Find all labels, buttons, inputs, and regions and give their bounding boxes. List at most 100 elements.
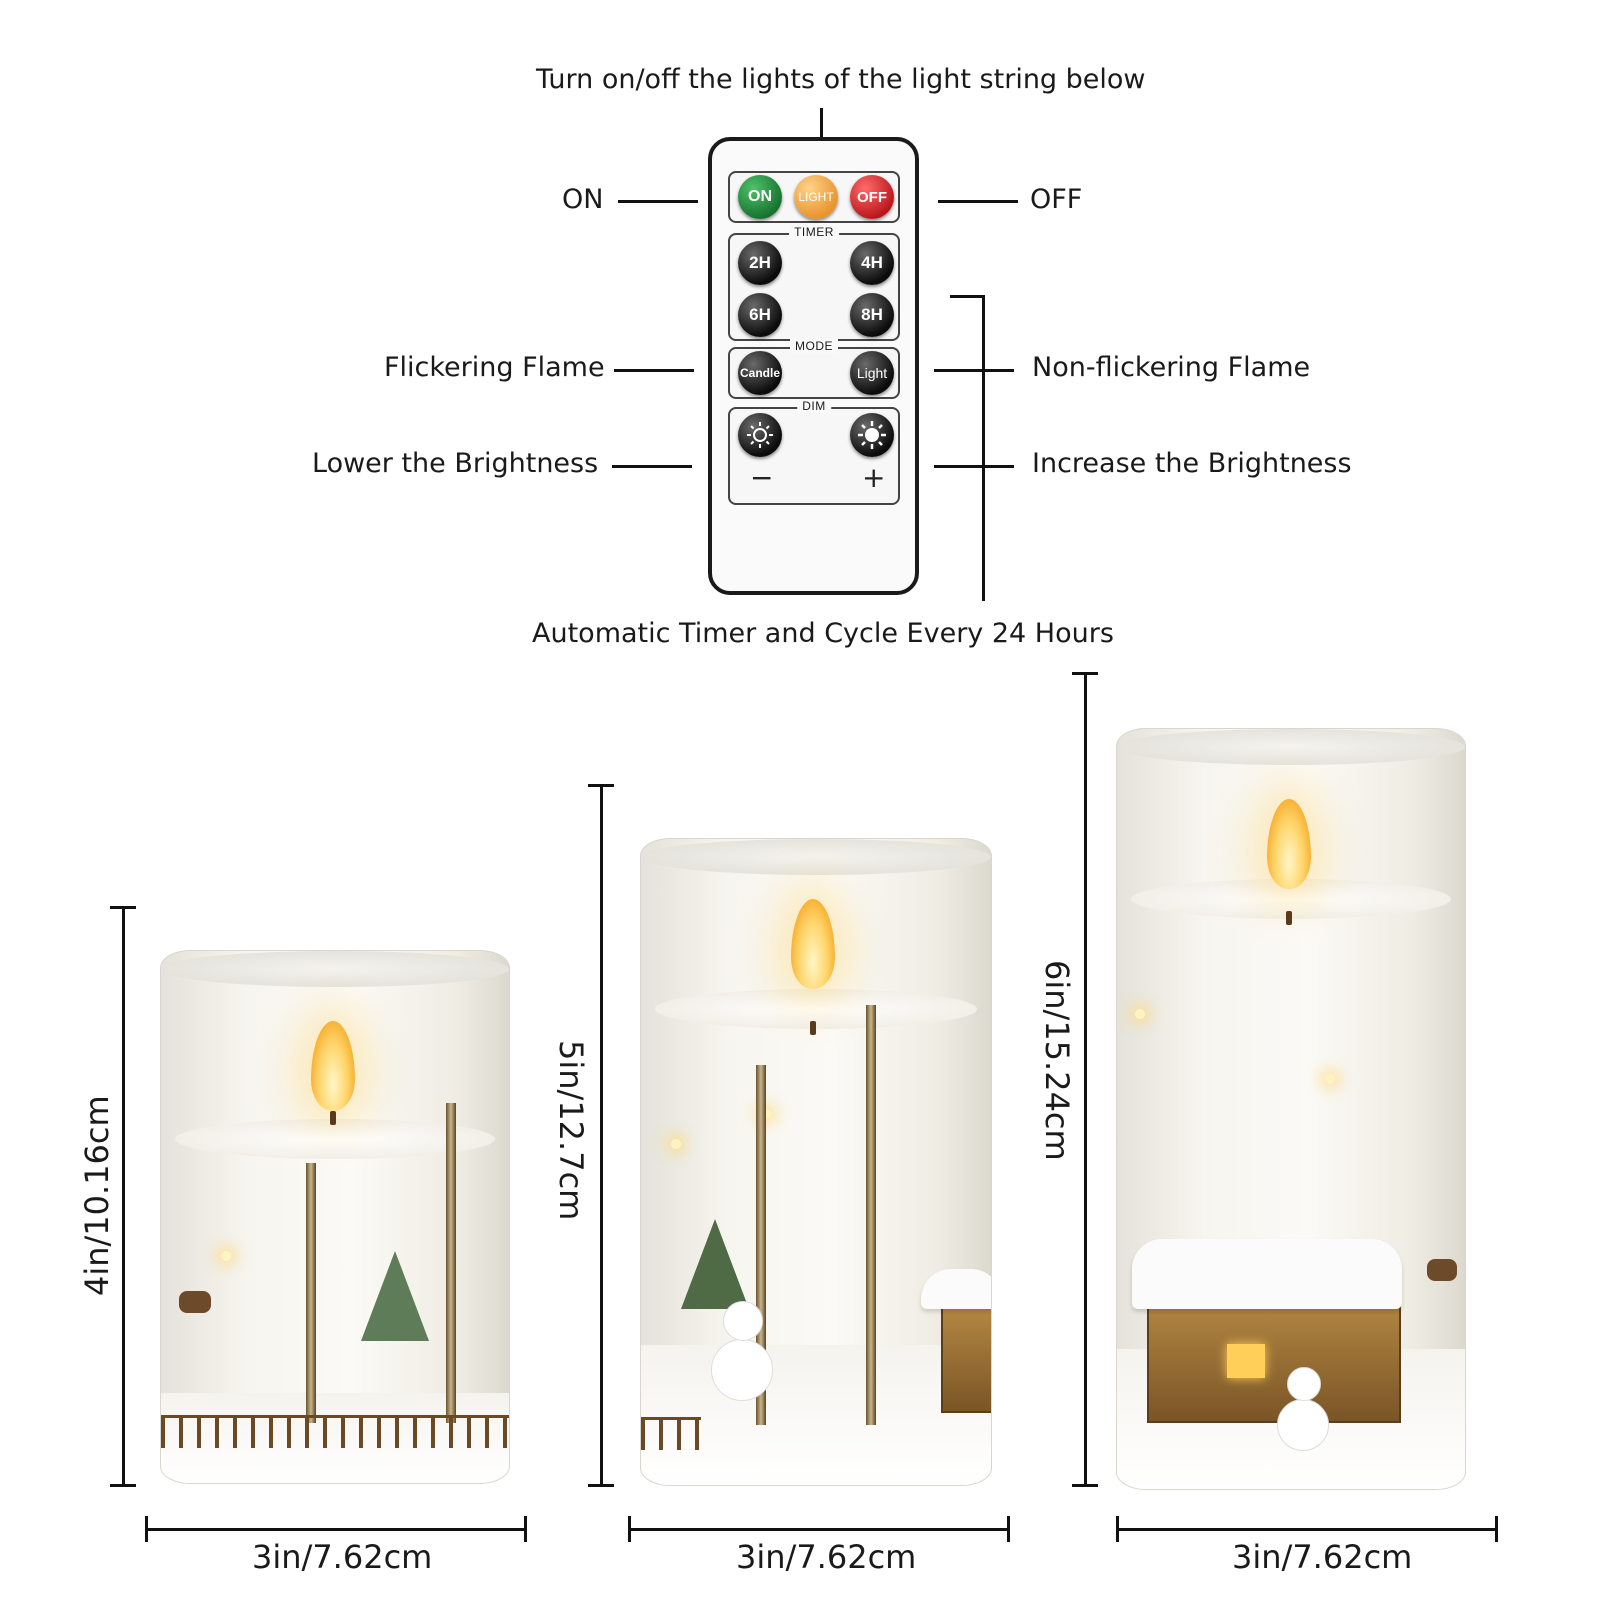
width-3-line xyxy=(1116,1528,1496,1531)
height-2-line xyxy=(600,784,603,1486)
cabin-window xyxy=(1227,1344,1265,1378)
off-leader-line xyxy=(938,200,1018,203)
timer-group: TIMER 2H 4H 6H 8H xyxy=(728,225,900,341)
flame-icon xyxy=(791,899,835,989)
log-cabin xyxy=(941,1299,991,1413)
pine-tree xyxy=(361,1251,429,1341)
off-button[interactable]: OFF xyxy=(850,175,894,219)
flicker-leader-line xyxy=(614,369,694,372)
minus-sign: − xyxy=(750,461,774,494)
width-3-label: 3in/7.62cm xyxy=(1232,1538,1413,1576)
candle-large xyxy=(1116,728,1466,1490)
width-1-label: 3in/7.62cm xyxy=(252,1538,433,1576)
fairy-light xyxy=(1325,1074,1335,1084)
height-1-line xyxy=(122,906,125,1486)
power-group: ON LIGHT OFF xyxy=(728,171,900,223)
snowman-head xyxy=(723,1301,763,1341)
width-1-line xyxy=(145,1528,525,1531)
light-mode-button[interactable]: Light xyxy=(850,351,894,395)
width-2-line xyxy=(628,1528,1008,1531)
width-2-left-cap xyxy=(628,1516,631,1542)
width-1-left-cap xyxy=(145,1516,148,1542)
log-cabin xyxy=(1147,1289,1401,1423)
dim-down-button[interactable] xyxy=(738,413,782,457)
light-button[interactable]: LIGHT xyxy=(794,175,838,219)
snowy-roof xyxy=(1132,1239,1402,1309)
mode-group: MODE Candle Light xyxy=(728,339,900,399)
candle-medium xyxy=(640,838,992,1486)
deer-icon xyxy=(179,1291,211,1313)
flickering-flame-label: Flickering Flame xyxy=(384,352,605,383)
wax-top xyxy=(174,1119,496,1159)
flame-icon xyxy=(1267,799,1311,889)
nonflicker-leader-line xyxy=(934,369,1014,372)
width-3-right-cap xyxy=(1495,1516,1498,1542)
snowman-body xyxy=(711,1339,773,1401)
dim-group: DIM − xyxy=(728,399,900,505)
width-3-left-cap xyxy=(1116,1516,1119,1542)
top-leader-line xyxy=(820,108,823,138)
height-1-bottom-cap xyxy=(110,1484,136,1487)
birch-tree xyxy=(866,1005,876,1425)
on-button[interactable]: ON xyxy=(738,175,782,219)
dim-title: DIM xyxy=(797,399,831,413)
fairy-light xyxy=(761,1109,771,1119)
snowy-roof xyxy=(921,1269,991,1309)
timer-bracket-top xyxy=(950,295,982,298)
on-leader-line xyxy=(618,200,698,203)
sun-filled-icon xyxy=(858,421,886,449)
height-3-bottom-cap xyxy=(1072,1484,1098,1487)
timer-title: TIMER xyxy=(789,225,839,239)
wooden-fence xyxy=(161,1415,509,1448)
snowman-body xyxy=(1277,1399,1329,1451)
timer-8h-button[interactable]: 8H xyxy=(850,293,894,337)
wick xyxy=(330,1111,336,1125)
deer-icon xyxy=(1427,1259,1457,1281)
timer-2h-button[interactable]: 2H xyxy=(738,241,782,285)
height-2-bottom-cap xyxy=(588,1484,614,1487)
height-3-line xyxy=(1084,672,1087,1486)
non-flickering-flame-label: Non-flickering Flame xyxy=(1032,352,1311,383)
height-2-label: 5in/12.7cm xyxy=(552,1040,590,1221)
light-string-caption: Turn on/off the lights of the light stri… xyxy=(536,64,1146,95)
birch-tree xyxy=(446,1103,456,1423)
wax-top xyxy=(655,989,977,1029)
lower-leader-line xyxy=(612,465,692,468)
snowman-head xyxy=(1287,1367,1321,1401)
candle-mode-button[interactable]: Candle xyxy=(738,351,782,395)
birch-tree xyxy=(756,1065,766,1425)
automatic-timer-note: Automatic Timer and Cycle Every 24 Hours xyxy=(532,618,1114,649)
fairy-light xyxy=(1135,1009,1145,1019)
wick xyxy=(1286,911,1292,925)
plus-sign: + xyxy=(862,461,886,494)
snow-ground xyxy=(641,1345,991,1485)
off-label: OFF xyxy=(1030,184,1083,215)
fairy-light xyxy=(671,1139,681,1149)
glass-rim xyxy=(1117,729,1465,765)
glass-rim xyxy=(641,839,991,875)
sun-outline-icon xyxy=(747,422,773,448)
width-2-label: 3in/7.62cm xyxy=(736,1538,917,1576)
birch-tree xyxy=(306,1163,316,1423)
pine-tree xyxy=(681,1219,749,1309)
lower-brightness-label: Lower the Brightness xyxy=(312,448,599,479)
increase-leader-line xyxy=(934,465,1014,468)
fairy-light xyxy=(221,1251,231,1261)
wooden-fence xyxy=(641,1417,701,1450)
timer-6h-button[interactable]: 6H xyxy=(738,293,782,337)
glass-rim xyxy=(161,951,509,987)
mode-title: MODE xyxy=(790,339,838,353)
wick xyxy=(810,1021,816,1035)
remote-control: ON LIGHT OFF TIMER 2H 4H 6H 8H MODE Cand… xyxy=(708,137,919,595)
width-1-right-cap xyxy=(524,1516,527,1542)
height-1-label: 4in/10.16cm xyxy=(78,1095,116,1296)
flame-icon xyxy=(311,1021,355,1111)
height-3-label: 6in/15.24cm xyxy=(1038,960,1076,1161)
dim-up-button[interactable] xyxy=(850,413,894,457)
on-label: ON xyxy=(562,184,604,215)
timer-4h-button[interactable]: 4H xyxy=(850,241,894,285)
increase-brightness-label: Increase the Brightness xyxy=(1032,448,1352,479)
candle-small xyxy=(160,950,510,1484)
width-2-right-cap xyxy=(1007,1516,1010,1542)
timer-bracket-vertical xyxy=(982,295,985,601)
